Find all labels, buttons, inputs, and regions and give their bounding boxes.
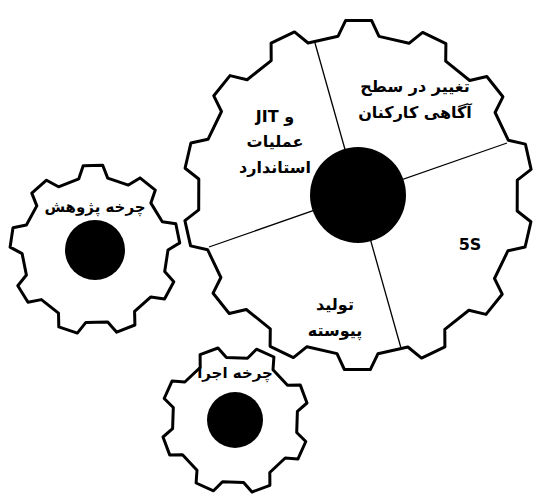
gear-label: تغییر در سطح آگاهی کارکنان bbox=[355, 74, 475, 125]
gear-hub bbox=[207, 392, 263, 448]
gear-hub bbox=[65, 220, 125, 280]
gear-label: JIT و عملیات استاندارد bbox=[231, 104, 319, 181]
gear-label: 5S bbox=[450, 232, 490, 258]
gear-label: چرخه اجرا bbox=[185, 361, 285, 385]
gear-label: تولید پیوسته bbox=[300, 292, 370, 343]
gear-label: چرخه پژوهش bbox=[35, 195, 155, 219]
gear-node: چرخه اجرا bbox=[157, 342, 313, 498]
gear-body bbox=[163, 348, 307, 492]
gear-node: چرخه پژوهش bbox=[6, 161, 184, 339]
gear-outline bbox=[6, 161, 184, 339]
gear-outline bbox=[179, 16, 537, 374]
gear-body bbox=[185, 20, 531, 369]
gear-node: تغییر در سطح آگاهی کارکنان JIT و عملیات ا… bbox=[179, 16, 537, 374]
gear-body bbox=[10, 165, 180, 333]
gear-hub bbox=[310, 147, 406, 243]
